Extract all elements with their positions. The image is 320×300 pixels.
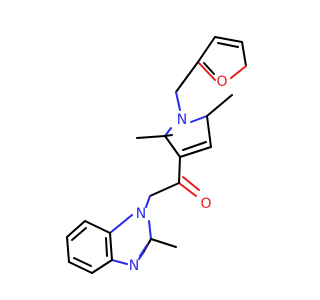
molecule-structure: O N O N N	[66, 36, 247, 274]
bond	[84, 220, 111, 234]
bond	[164, 135, 181, 158]
bond	[150, 238, 177, 248]
bond	[109, 214, 133, 234]
benzimidazole-n3-label: N	[129, 258, 139, 274]
bond	[111, 259, 128, 265]
bond	[149, 182, 180, 197]
bond-double-inner	[203, 62, 215, 75]
atom-labels: O N O N N	[129, 74, 228, 274]
bond	[182, 176, 200, 191]
bond-double-inner	[71, 227, 87, 241]
bond	[175, 91, 181, 111]
bond	[139, 244, 148, 257]
bond	[91, 259, 113, 274]
bond	[206, 115, 212, 148]
bond	[241, 41, 247, 67]
bond	[136, 135, 166, 139]
bond	[214, 36, 243, 43]
carbonyl-oxygen-label: O	[200, 196, 211, 212]
bond	[206, 94, 233, 117]
bond	[175, 61, 199, 93]
bond	[68, 261, 93, 274]
furan-oxygen-label: O	[216, 74, 227, 90]
bond	[145, 195, 151, 208]
bond-double-inner	[73, 257, 92, 267]
bond-double-hint	[164, 134, 173, 137]
bond	[164, 127, 172, 137]
bond-double-inner	[105, 237, 108, 257]
bond	[109, 232, 113, 261]
bond	[197, 61, 216, 81]
bond	[230, 65, 247, 79]
bond-double-inner	[182, 141, 207, 151]
bond	[179, 146, 212, 158]
benzimidazole-n1-label: N	[136, 206, 146, 222]
bond-double-inner	[217, 42, 239, 48]
bond	[178, 182, 197, 197]
bond	[197, 36, 216, 63]
bond	[66, 236, 70, 263]
bond	[190, 115, 208, 123]
bond	[148, 220, 152, 240]
bond-lines	[66, 36, 247, 274]
bond	[178, 156, 181, 184]
bond	[66, 220, 86, 238]
pyrrole-nitrogen-label: N	[177, 112, 187, 128]
